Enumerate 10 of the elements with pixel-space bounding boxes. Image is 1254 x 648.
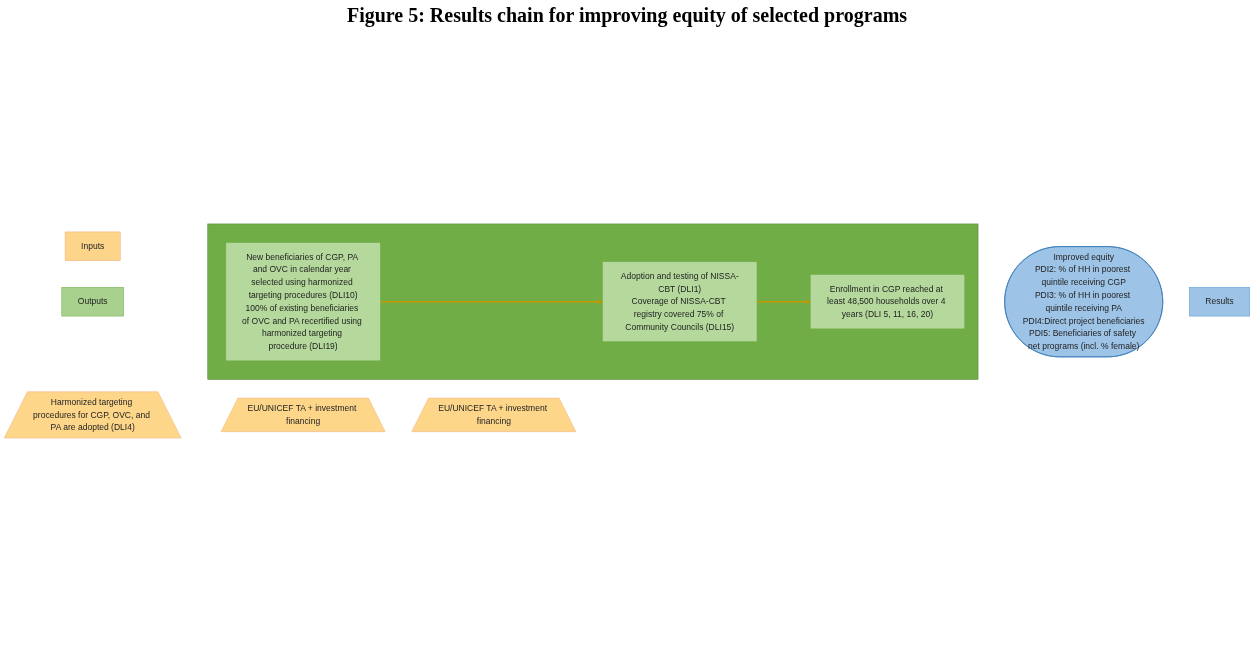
node-box: New beneficiaries of CGP, PA and OVC in calendar year selected using harmonized targeting procedures (DLI10) 100% of existing beneficiaries of OVC and PA recertified using harmonized targeting procedure (DLI19)	[225, 242, 381, 362]
arrow	[379, 299, 603, 305]
node-box: Results	[1189, 287, 1250, 317]
figure-title: Figure 5: Results chain for improving equity of selected programs	[345, 4, 909, 27]
node-box: Adoption and testing of NISSA-CBT (DLI1) Coverage of NISSA-CBT registry covered 75% of Community Councils (DLI15)	[602, 261, 758, 342]
node-box: Enrollment in CGP reached at least 48,500 households over 4 years (DLI 5, 11, 16, 20)	[810, 274, 965, 330]
arrow	[756, 299, 811, 305]
node-box: Inputs	[64, 231, 121, 261]
node-box: Outputs	[61, 287, 124, 317]
cluster	[207, 223, 979, 380]
